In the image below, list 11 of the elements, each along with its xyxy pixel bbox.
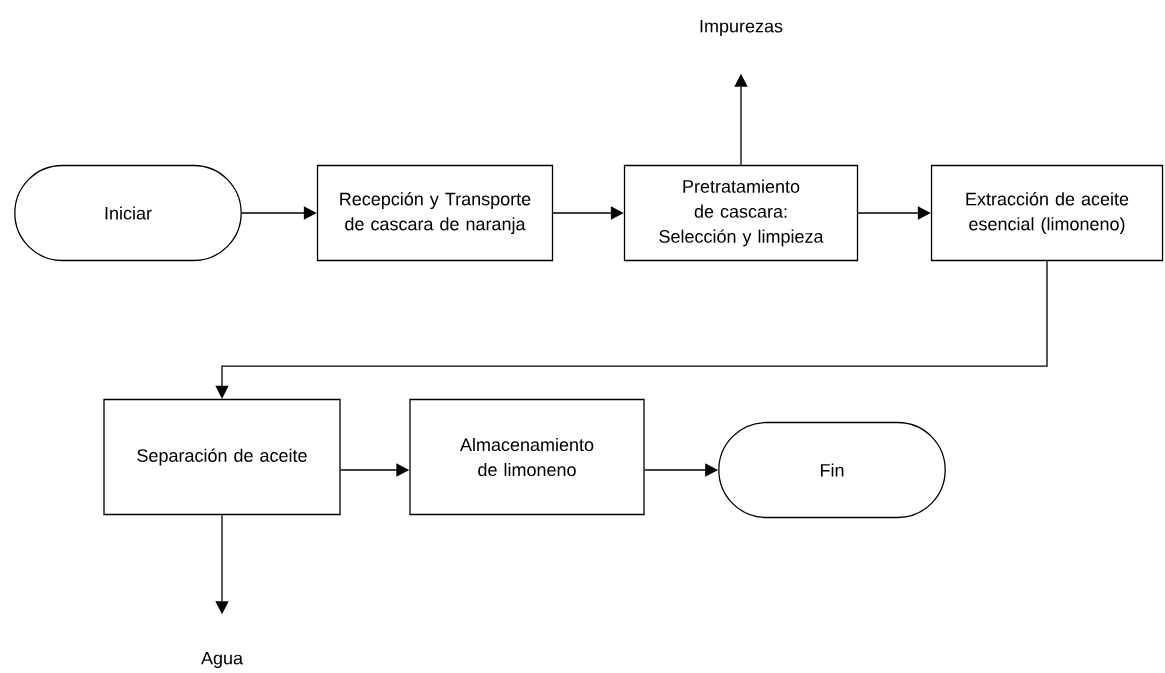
arrow [552, 206, 624, 220]
output-label: Impurezas [700, 19, 783, 37]
process-box: Separación de aceite [103, 398, 341, 516]
process-box: Extracción de aceite esencial (limoneno) [930, 164, 1164, 262]
output-label: Agua [201, 651, 243, 669]
process-box: Almacenamiento de limoneno [409, 398, 645, 516]
process-box: Pretratamiento de cascara: Selección y limpieza [623, 164, 859, 262]
process-box: Recepción y Transporte de cascara de naranja [316, 164, 554, 262]
arrow [857, 206, 931, 220]
arrow [241, 206, 317, 220]
arrow [215, 260, 1048, 399]
